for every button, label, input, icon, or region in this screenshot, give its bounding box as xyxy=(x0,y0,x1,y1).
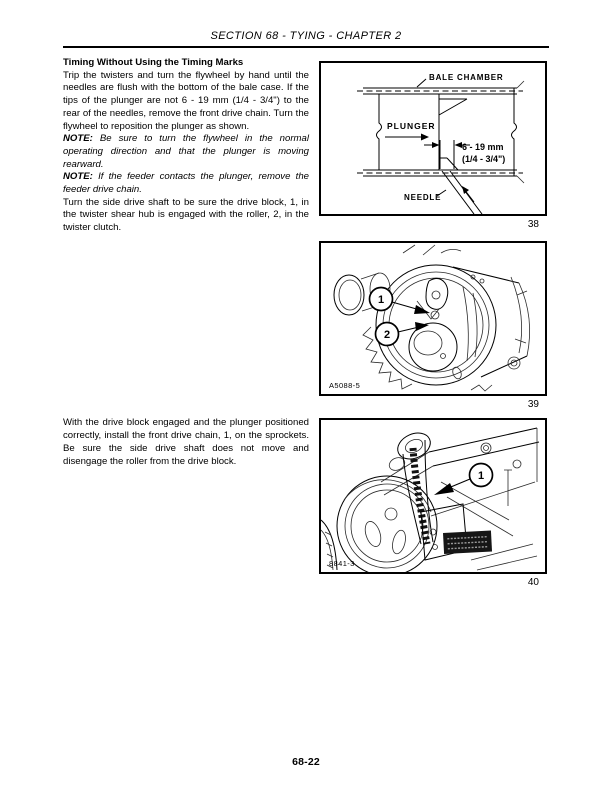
section-heading: Timing Without Using the Timing Marks xyxy=(63,57,244,68)
paragraph-install-chain: With the drive block engaged and the plu… xyxy=(63,417,309,467)
twister-sprocket-teeth xyxy=(362,326,413,390)
callout-1: 1 xyxy=(434,462,494,495)
callout-2: 2 xyxy=(374,321,429,347)
note-label: NOTE: xyxy=(63,133,93,145)
bale-chamber-leader-line xyxy=(416,78,427,88)
needle-label: NEEDLE xyxy=(404,193,441,202)
header-rule xyxy=(63,46,549,49)
callout-1-number: 1 xyxy=(378,294,384,306)
callout-1: 1 xyxy=(368,286,430,314)
page-header: SECTION 68 - TYING - CHAPTER 2 xyxy=(210,30,402,42)
break-marks xyxy=(376,88,517,176)
front-drive-chain-drawing: 1 xyxy=(321,427,540,572)
figure-40-number: 40 xyxy=(527,577,539,588)
clutch-hub xyxy=(408,286,493,392)
plunger-timing-diagram: PLUNGER 6 - 19 mm (1/4 - 3/4") xyxy=(357,73,525,214)
figure-38-frame: PLUNGER 6 - 19 mm (1/4 - 3/4") xyxy=(319,61,547,216)
figure-39-photo-id: A5088-5 xyxy=(329,381,361,390)
needle-leader-line xyxy=(436,189,447,197)
dimension-label-metric: 6 - 19 mm xyxy=(462,142,504,152)
serial-plate xyxy=(443,530,493,554)
page-number: 68-22 xyxy=(292,756,320,768)
figure-38-number: 38 xyxy=(527,219,539,230)
plunger-motion-arrow-icon xyxy=(385,133,429,141)
flywheel xyxy=(321,475,438,572)
bale-chamber-label: BALE CHAMBER xyxy=(429,73,504,82)
clutch-housing xyxy=(375,264,531,386)
figure-40-photo-id: 8841-3 xyxy=(329,559,355,568)
plunger-label: PLUNGER xyxy=(387,121,436,131)
housing-top-edges xyxy=(402,244,462,256)
paragraph-drive-block: Turn the side drive shaft to be sure the… xyxy=(63,196,309,234)
figure-40-frame: 1 8841-3 xyxy=(319,418,547,574)
needle-lines xyxy=(441,170,483,214)
note-text: Be sure to turn the flywheel in the norm… xyxy=(63,133,309,170)
note-feeder-chain: NOTE: If the feeder contacts the plunger… xyxy=(63,171,309,196)
callout-1-number: 1 xyxy=(478,470,484,482)
callout-2-number: 2 xyxy=(384,329,390,341)
dimension-lines xyxy=(424,140,470,169)
drive-chain xyxy=(388,432,434,545)
bale-chamber-top-rail xyxy=(357,80,525,95)
paragraph-timing: Trip the twisters and turn the flywheel … xyxy=(63,69,309,132)
drive-block-slot xyxy=(416,277,449,320)
figure-39-frame: 1 2 A5088-5 xyxy=(319,241,547,396)
twister-clutch-drawing: 1 2 xyxy=(333,244,531,392)
bale-chamber-bottom-rail xyxy=(357,169,525,184)
note-text: If the feeder contacts the plunger, remo… xyxy=(63,171,309,196)
note-label: NOTE: xyxy=(63,171,93,183)
body-text-column: Timing Without Using the Timing Marks Tr… xyxy=(63,57,309,235)
dimension-label-inches: (1/4 - 3/4") xyxy=(462,154,505,164)
figure-39-number: 39 xyxy=(527,399,539,410)
note-flywheel-direction: NOTE: Be sure to turn the flywheel in th… xyxy=(63,133,309,171)
